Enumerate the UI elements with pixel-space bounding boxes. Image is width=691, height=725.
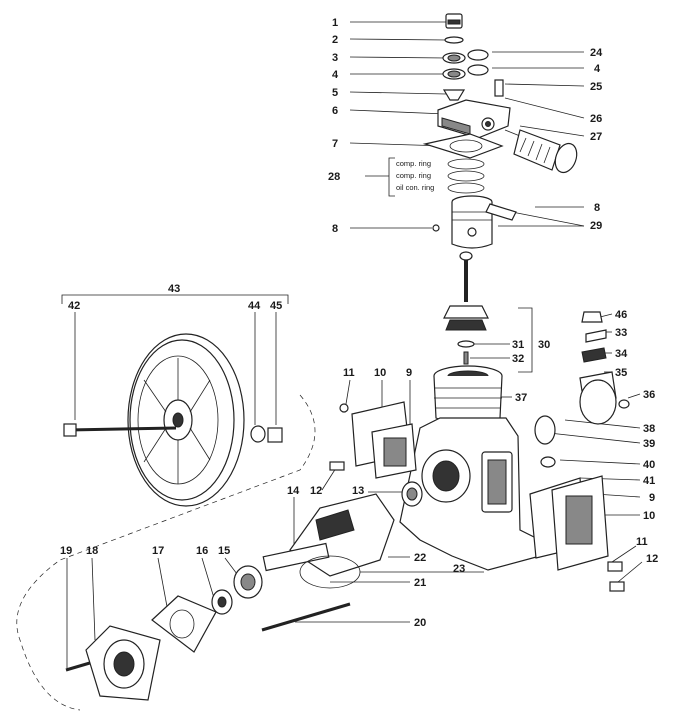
callout-19: 19 [60, 545, 72, 557]
callout-27: 27 [590, 131, 602, 143]
side-covers [351, 401, 609, 571]
flywheel [63, 333, 283, 507]
callout-45: 45 [270, 300, 282, 312]
leader-lines [16, 21, 643, 711]
callout-14: 14 [287, 485, 300, 497]
callout-46: 46 [615, 309, 627, 321]
callout-21: 21 [414, 577, 426, 589]
callout-35: 35 [615, 367, 627, 379]
callout-12-right: 12 [646, 553, 658, 565]
callout-22: 22 [414, 552, 426, 564]
callout-36: 36 [643, 389, 655, 401]
callout-20: 20 [414, 617, 426, 629]
callout-44: 44 [248, 300, 261, 312]
callout-13: 13 [352, 485, 364, 497]
air-filter [504, 129, 578, 174]
callout-2: 2 [332, 34, 338, 46]
bearing-housing [85, 595, 217, 701]
connecting-rod [443, 251, 489, 365]
callout-25: 25 [590, 81, 602, 93]
callout-29: 29 [590, 220, 602, 232]
callout-40: 40 [643, 459, 655, 471]
callout-17: 17 [152, 545, 164, 557]
callout-31: 31 [512, 339, 524, 351]
callout-10-left: 10 [374, 367, 386, 379]
callout-42: 42 [68, 300, 80, 312]
callout-41: 41 [643, 475, 655, 487]
callout-8-left: 8 [332, 223, 338, 235]
callout-11-left: 11 [343, 367, 355, 379]
callout-24: 24 [590, 47, 603, 59]
ring-label-oil: oil con. ring [396, 183, 434, 192]
ring-labels: comp. ring comp. ring oil con. ring [396, 159, 434, 192]
callout-4: 4 [332, 69, 339, 81]
callout-10-right: 10 [643, 510, 655, 522]
callout-38: 38 [643, 423, 655, 435]
callout-26: 26 [590, 113, 602, 125]
callout-23: 23 [453, 563, 465, 575]
piston-rings [447, 158, 485, 194]
callout-5: 5 [332, 87, 338, 99]
callout-8-right: 8 [594, 202, 600, 214]
callout-32: 32 [512, 353, 524, 365]
callout-9-left: 9 [406, 367, 412, 379]
piston [432, 195, 517, 249]
oil-parts [534, 311, 630, 468]
callout-18: 18 [86, 545, 98, 557]
callout-16: 16 [196, 545, 208, 557]
callout-33: 33 [615, 327, 627, 339]
callout-39: 39 [643, 438, 655, 450]
crankshaft [262, 493, 395, 589]
cylinder-barrel [433, 365, 503, 426]
callout-43: 43 [168, 283, 180, 295]
callout-34: 34 [615, 348, 628, 360]
callout-12-left: 12 [310, 485, 322, 497]
callout-28: 28 [328, 171, 340, 183]
callout-15: 15 [218, 545, 230, 557]
callout-6: 6 [332, 105, 338, 117]
ring-label-comp-1: comp. ring [396, 159, 431, 168]
callout-37: 37 [515, 392, 527, 404]
valve-stack [442, 13, 504, 101]
callout-7: 7 [332, 138, 338, 150]
callout-11-right: 11 [636, 536, 648, 548]
cylinder-head [437, 99, 511, 139]
callout-9-right: 9 [649, 492, 655, 504]
crankcase [399, 417, 541, 571]
callout-30: 30 [538, 339, 550, 351]
callout-1: 1 [332, 17, 338, 29]
bearings [211, 481, 423, 615]
callout-labels: 1 2 3 4 5 6 7 28 8 24 4 25 26 27 8 29 43… [60, 17, 658, 629]
ring-label-comp-2: comp. ring [396, 171, 431, 180]
callout-4-right: 4 [594, 63, 601, 75]
head-gasket [422, 133, 504, 159]
callout-3: 3 [332, 52, 338, 64]
